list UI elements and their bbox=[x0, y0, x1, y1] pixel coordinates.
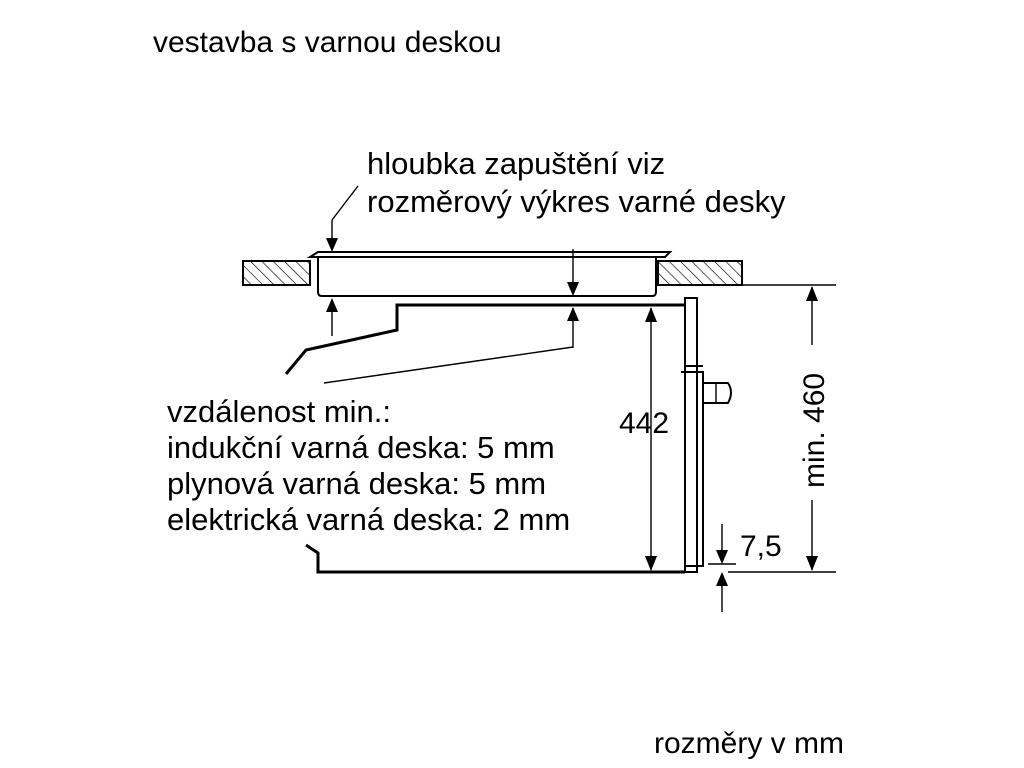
depth-note: hloubka zapuštění viz rozměrový výkres v… bbox=[367, 146, 786, 219]
units-note: rozměry v mm bbox=[654, 727, 844, 760]
dimension-460 bbox=[728, 284, 836, 573]
worktop-left bbox=[242, 260, 311, 286]
oven-front bbox=[681, 297, 732, 573]
worktop-right bbox=[657, 260, 743, 286]
dimension-7-5-label: 7,5 bbox=[740, 530, 782, 563]
depth-leader bbox=[326, 185, 359, 252]
diagram-title: vestavba s varnou deskou bbox=[153, 26, 502, 59]
dimension-442-label: 442 bbox=[619, 407, 669, 440]
gap-dimension bbox=[326, 249, 579, 348]
dimension-7-5 bbox=[708, 524, 736, 612]
dimension-442 bbox=[645, 307, 657, 571]
oven-body bbox=[284, 303, 685, 574]
distance-note-line4: elektrická varná deska: 2 mm bbox=[167, 502, 570, 537]
distance-note: vzdálenost min.: indukční varná deska: 5… bbox=[167, 394, 570, 537]
cooktop bbox=[306, 251, 673, 297]
distance-note-line3: plynová varná deska: 5 mm bbox=[167, 466, 546, 501]
distance-note-line2: indukční varná deska: 5 mm bbox=[167, 430, 555, 465]
dimension-460-label: min. 460 bbox=[798, 373, 831, 488]
depth-note-line2: rozměrový výkres varné desky bbox=[367, 184, 786, 219]
distance-note-line1: vzdálenost min.: bbox=[167, 394, 391, 429]
depth-note-line1: hloubka zapuštění viz bbox=[367, 146, 665, 181]
worktop bbox=[242, 260, 743, 286]
